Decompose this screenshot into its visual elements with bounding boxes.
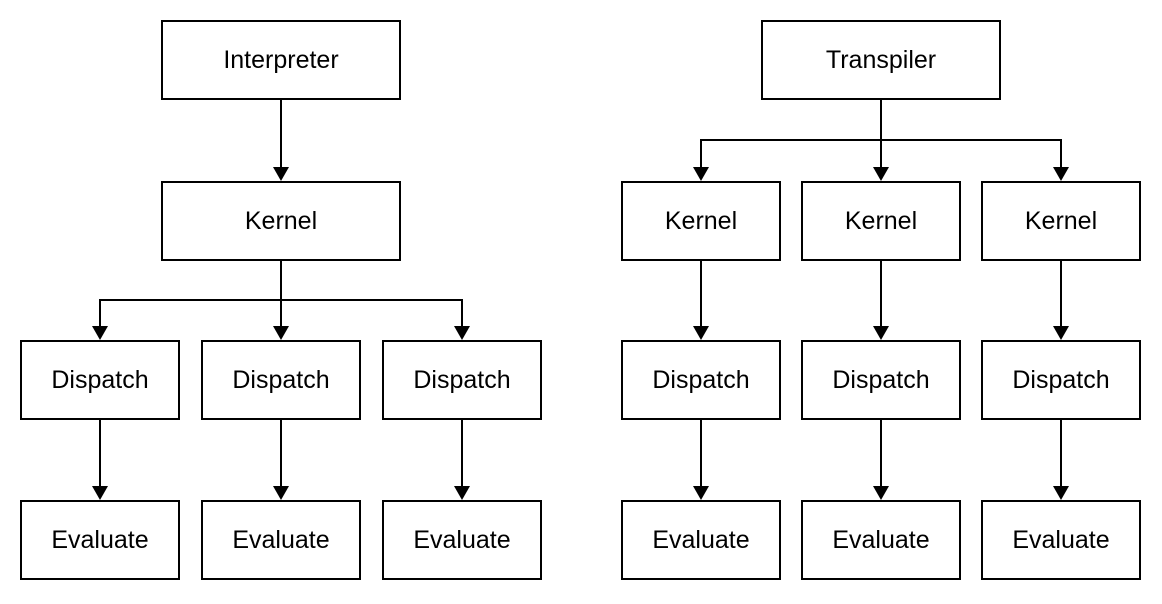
edge-dispatch2-evaluate2-arrowhead xyxy=(273,486,289,500)
node-kernel-left: Kernel xyxy=(161,181,401,261)
node-evaluate-left-3: Evaluate xyxy=(382,500,542,580)
node-dispatch-right-3: Dispatch xyxy=(981,340,1141,420)
edge-kernel-dispatch1-arrowhead xyxy=(92,326,108,340)
edge-transpiler-kernel2-arrowhead xyxy=(873,167,889,181)
edge-kernel1-dispatch1-line xyxy=(700,261,702,326)
node-dispatch-right-1: Dispatch xyxy=(621,340,781,420)
edge-dispatch3r-evaluate3r-line xyxy=(1060,420,1062,486)
node-evaluate-right-1: Evaluate xyxy=(621,500,781,580)
node-dispatch-left-1: Dispatch xyxy=(20,340,180,420)
edge-dispatch2r-evaluate2r-line xyxy=(880,420,882,486)
edge-transpiler-kernel2-line xyxy=(880,139,882,167)
edge-kernel2-dispatch2-line xyxy=(880,261,882,326)
node-kernel-right-3: Kernel xyxy=(981,181,1141,261)
edge-dispatch1r-evaluate1r-arrowhead xyxy=(693,486,709,500)
edge-transpiler-kernel3-line xyxy=(1060,139,1062,167)
node-evaluate-left-2: Evaluate xyxy=(201,500,361,580)
edge-transpiler-kernel1-arrowhead xyxy=(693,167,709,181)
edge-kernel3-dispatch3-arrowhead xyxy=(1053,326,1069,340)
edge-dispatch2r-evaluate2r-arrowhead xyxy=(873,486,889,500)
edge-kernel3-dispatch3-line xyxy=(1060,261,1062,326)
edge-kernel-dispatch3-arrowhead xyxy=(454,326,470,340)
node-evaluate-left-1: Evaluate xyxy=(20,500,180,580)
node-dispatch-right-2: Dispatch xyxy=(801,340,961,420)
edge-kernel-bus-stem-line xyxy=(280,261,282,301)
edge-dispatch1-evaluate1-arrowhead xyxy=(92,486,108,500)
node-evaluate-right-3: Evaluate xyxy=(981,500,1141,580)
edge-dispatch3-evaluate3-line xyxy=(461,420,463,486)
edge-kernel1-dispatch1-arrowhead xyxy=(693,326,709,340)
node-evaluate-right-2: Evaluate xyxy=(801,500,961,580)
edge-dispatch1-evaluate1-line xyxy=(99,420,101,486)
node-dispatch-left-3: Dispatch xyxy=(382,340,542,420)
edge-transpiler-kernel3-arrowhead xyxy=(1053,167,1069,181)
node-dispatch-left-2: Dispatch xyxy=(201,340,361,420)
edge-dispatch1r-evaluate1r-line xyxy=(700,420,702,486)
edge-transpiler-bus-stem-line xyxy=(880,100,882,139)
edge-transpiler-kernel1-line xyxy=(700,139,702,167)
node-kernel-right-2: Kernel xyxy=(801,181,961,261)
edge-dispatch3r-evaluate3r-arrowhead xyxy=(1053,486,1069,500)
edge-kernel2-dispatch2-arrowhead xyxy=(873,326,889,340)
edge-kernel-dispatch1-line xyxy=(99,299,101,326)
edge-dispatch3-evaluate3-arrowhead xyxy=(454,486,470,500)
edge-dispatch2-evaluate2-line xyxy=(280,420,282,486)
edge-interpreter-kernel-arrowhead xyxy=(273,167,289,181)
edge-kernel-dispatch3-line xyxy=(461,299,463,326)
edge-interpreter-kernel-line xyxy=(280,100,282,167)
node-kernel-right-1: Kernel xyxy=(621,181,781,261)
node-interpreter: Interpreter xyxy=(161,20,401,100)
edge-kernel-dispatch2-line xyxy=(280,299,282,326)
node-transpiler: Transpiler xyxy=(761,20,1001,100)
edge-kernel-dispatch2-arrowhead xyxy=(273,326,289,340)
